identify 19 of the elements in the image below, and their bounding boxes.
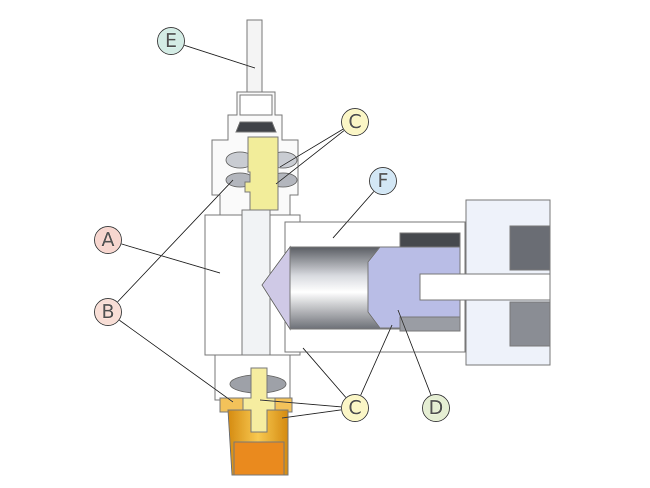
leader-line — [118, 320, 234, 402]
leader-line — [117, 180, 234, 302]
leader-line — [282, 409, 342, 418]
leader-line — [302, 348, 346, 398]
leader-line — [280, 128, 344, 168]
callout-letter: C — [341, 394, 369, 422]
callout-letter: D — [422, 394, 450, 422]
leader-line — [398, 310, 432, 396]
callout-letter: A — [94, 226, 122, 254]
leader-line — [260, 400, 342, 408]
leader-line — [276, 130, 344, 184]
leader-line — [332, 191, 374, 238]
callout-letter: F — [369, 167, 397, 195]
leader-line — [120, 243, 220, 274]
leader-line — [360, 324, 392, 396]
leader-line — [184, 44, 256, 68]
callout-letter: E — [157, 27, 185, 55]
callout-letter: C — [341, 108, 369, 136]
callout-letter: B — [94, 298, 122, 326]
